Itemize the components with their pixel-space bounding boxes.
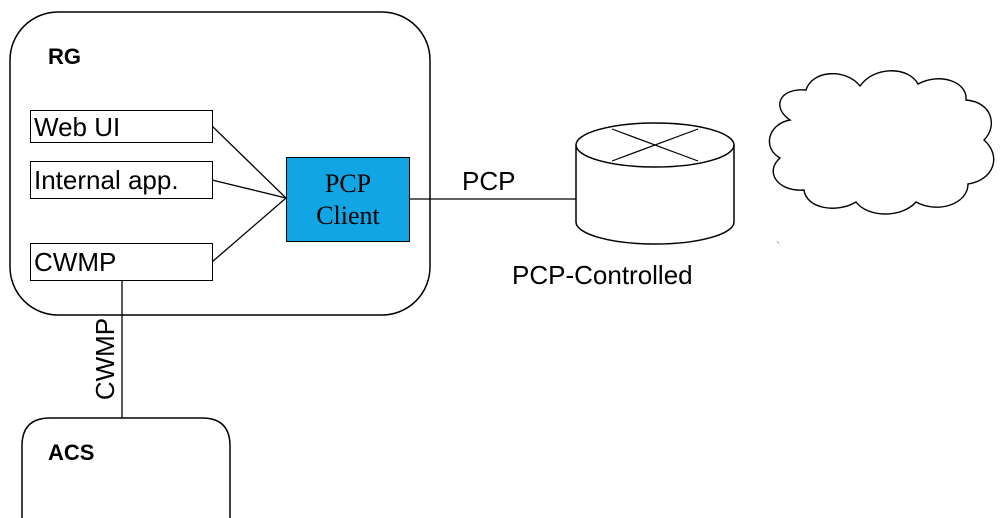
- pcp-controlled-label: PCP-Controlled: [512, 260, 693, 290]
- pcp-client-line2: Client: [316, 200, 380, 230]
- cloud-icon: [768, 70, 995, 215]
- pcp-link-label: PCP: [462, 166, 516, 196]
- acs-title: ACS: [48, 440, 95, 465]
- connector-internal-pcpclient: [211, 179, 287, 199]
- connector-cwmp-pcpclient: [211, 197, 287, 263]
- acs-container: [21, 417, 231, 518]
- rg-title: RG: [48, 44, 81, 69]
- app-box-cwmp: CWMP: [30, 243, 213, 281]
- app-box-web-ui: Web UI: [30, 110, 213, 143]
- router-icon: [575, 122, 735, 245]
- cwmp-link-label: CWMP: [90, 317, 120, 401]
- pcp-client-line1: PCP: [324, 169, 372, 199]
- connector-webui-pcpclient: [211, 125, 287, 199]
- app-box-internal-app: Internal app.: [30, 161, 213, 199]
- pcp-client-box: PCP Client: [286, 157, 410, 242]
